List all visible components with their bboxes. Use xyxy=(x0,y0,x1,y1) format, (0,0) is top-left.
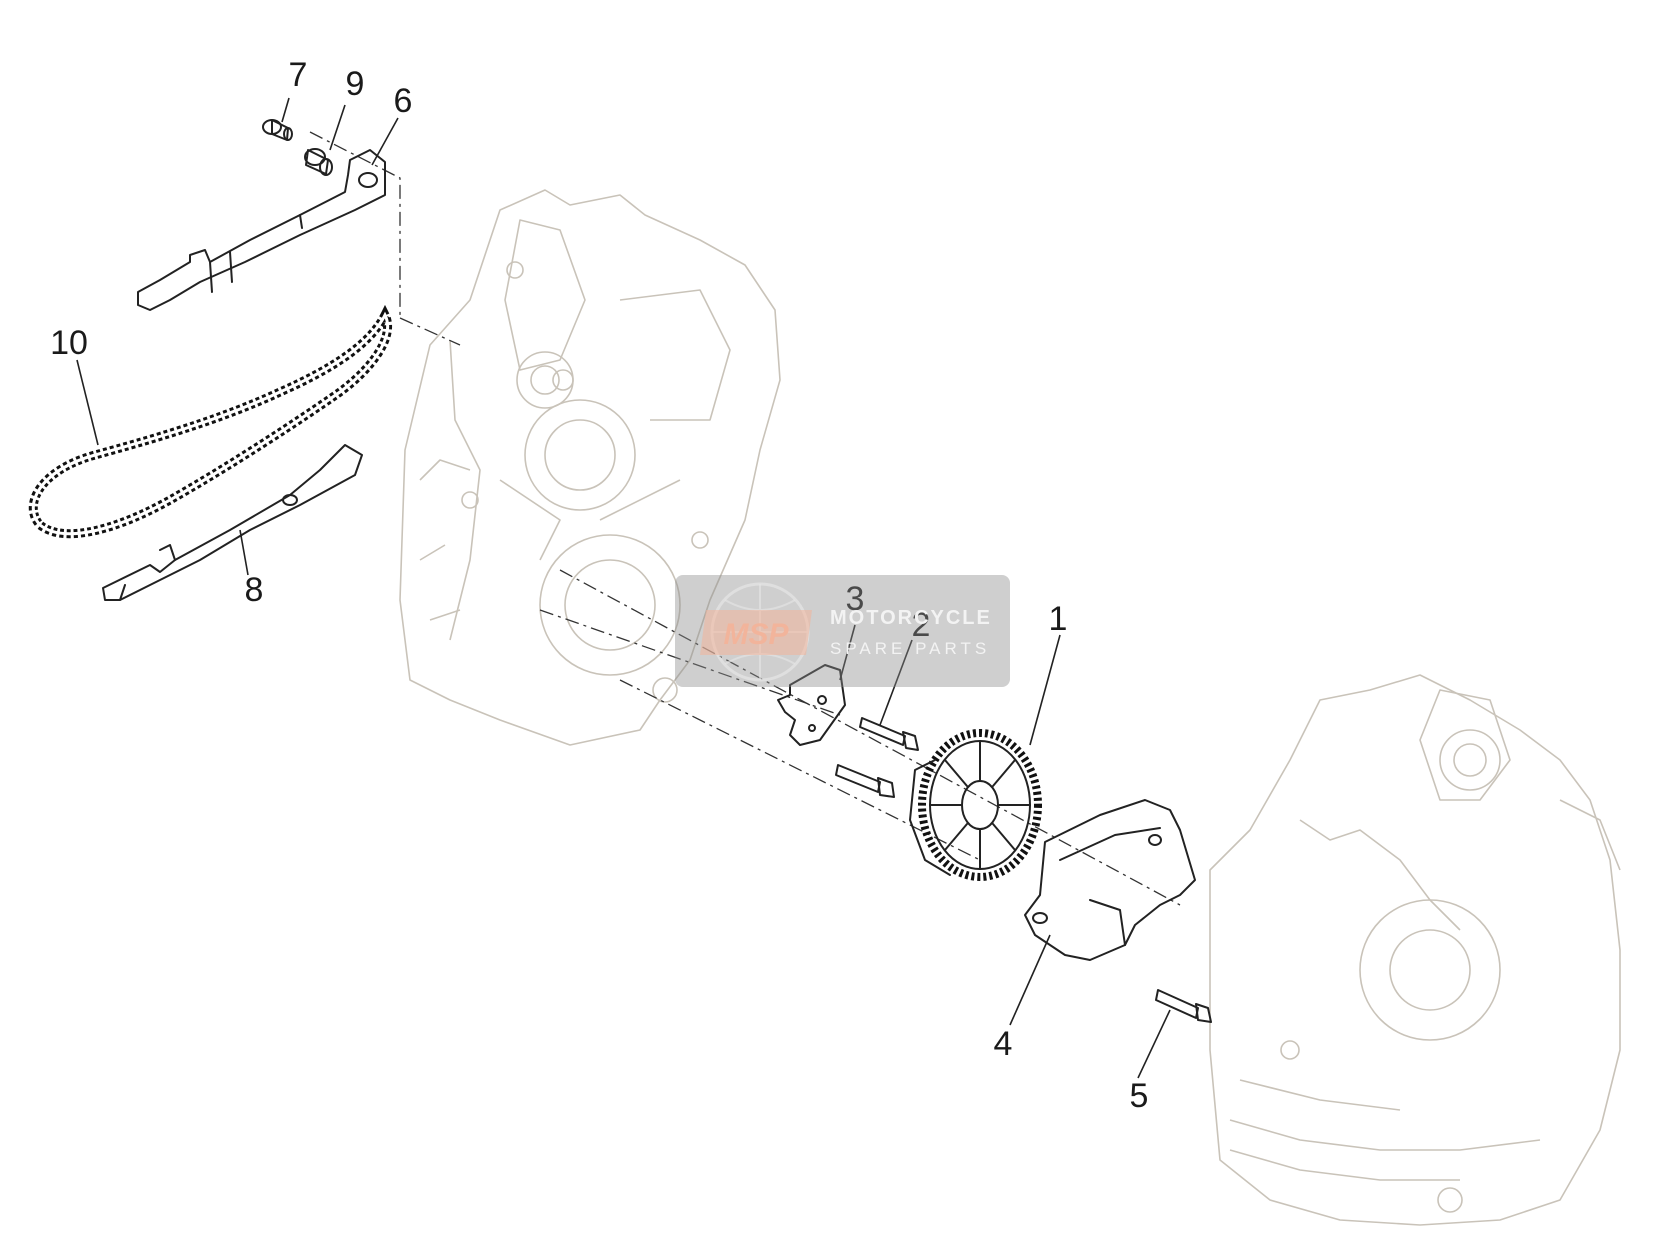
assembly-axes xyxy=(309,131,1181,906)
callout-1: 1 xyxy=(1049,600,1068,638)
callout-2: 2 xyxy=(912,606,931,644)
part-8-chain-guide-lower xyxy=(102,444,363,601)
callout-4: 4 xyxy=(994,1025,1013,1063)
part-7-pin xyxy=(262,119,293,141)
callout-9: 9 xyxy=(346,65,365,103)
callout-7: 7 xyxy=(289,56,308,94)
part-1-oil-pump-gear xyxy=(909,729,1042,881)
crankcase-right-half xyxy=(1209,674,1621,1226)
callout-8: 8 xyxy=(245,571,264,609)
callout-labels: 7 9 6 10 8 3 2 1 4 5 xyxy=(50,56,1148,1115)
callout-6: 6 xyxy=(394,82,413,120)
part-10-timing-chain xyxy=(28,304,393,539)
part-6-chain-guide-upper xyxy=(137,149,386,311)
callout-10: 10 xyxy=(50,324,88,362)
part-4-pump-cover xyxy=(1024,799,1196,961)
part-3-gasket-plate xyxy=(777,664,846,746)
watermark-line1: MOTORCYCLE xyxy=(830,607,992,629)
callout-5: 5 xyxy=(1130,1077,1149,1115)
watermark-line2: SPARE PARTS xyxy=(830,639,990,658)
watermark: MSP MOTORCYCLE SPARE PARTS xyxy=(675,575,1010,687)
crankcase-left-half xyxy=(399,189,781,746)
part-9-bushing xyxy=(304,148,333,176)
part-5-bolt xyxy=(1155,989,1212,1023)
watermark-logo-text: MSP xyxy=(723,618,789,651)
part-2-bolts xyxy=(835,717,919,798)
leader-lines xyxy=(76,97,1171,1079)
callout-3: 3 xyxy=(846,580,865,618)
